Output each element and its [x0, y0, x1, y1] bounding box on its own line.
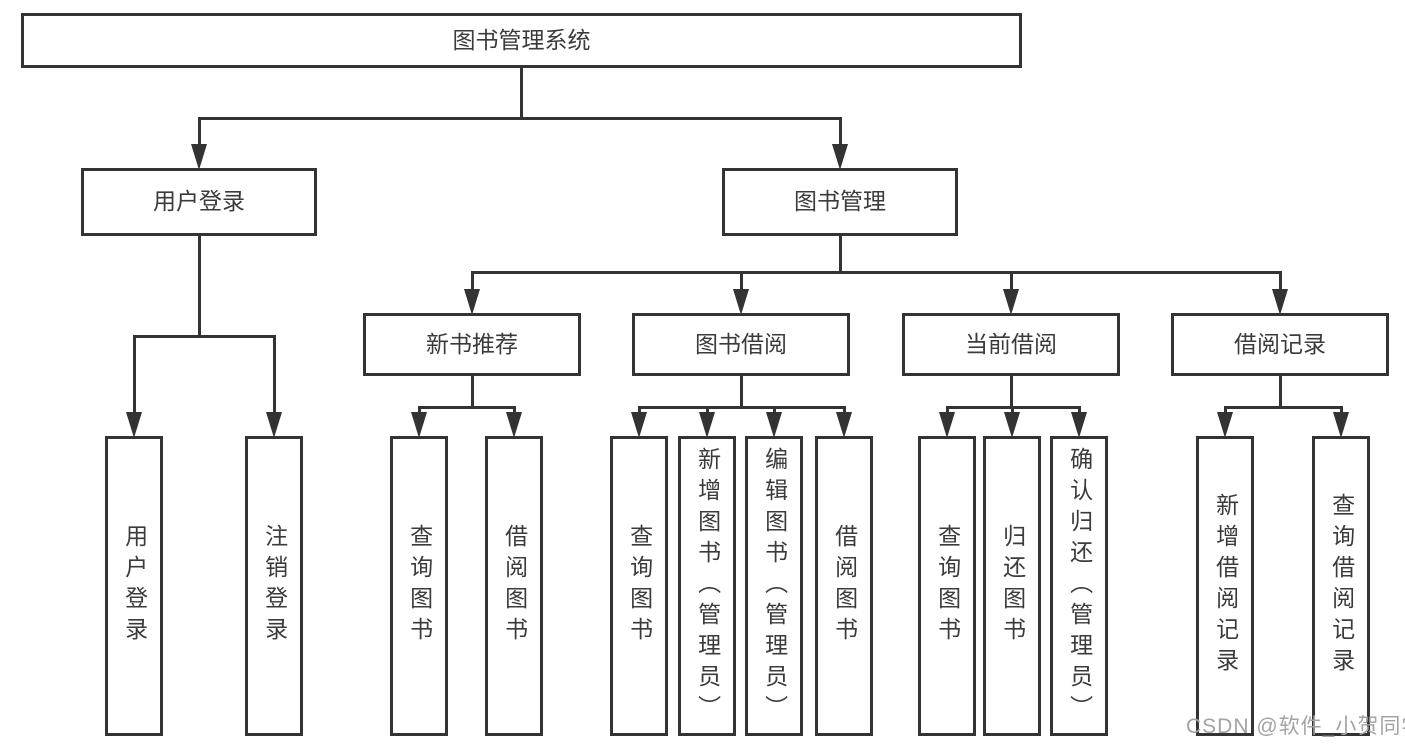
node-label-borrowing-add-books-admin: 新增图书（管理员） [694, 446, 721, 726]
node-borrowing-records: 借阅记录 [1171, 313, 1389, 376]
arrow-down [939, 412, 955, 438]
connector-line-horizontal [470, 270, 1282, 274]
node-label-new-book-recommendation: 新书推荐 [426, 330, 518, 357]
node-label-current-return-books: 归还图书 [999, 524, 1026, 648]
arrow-down [1272, 289, 1288, 315]
node-user-login: 用户登录 [105, 436, 163, 736]
arrow-down [1004, 412, 1020, 438]
arrow-down [766, 412, 782, 438]
connector-line-vertical [739, 272, 743, 295]
arrow-down [1333, 412, 1349, 438]
node-system-root: 图书管理系统 [21, 13, 1022, 68]
node-book-management-branch: 图书管理 [722, 168, 958, 236]
node-book-borrowing: 图书借阅 [632, 313, 850, 376]
node-label-records-add-borrow-record: 新增借阅记录 [1212, 493, 1239, 679]
connector-line-vertical [1009, 376, 1013, 407]
node-label-recommend-borrow-books: 借阅图书 [501, 524, 528, 648]
node-borrowing-borrow-books: 借阅图书 [815, 436, 873, 736]
node-label-borrowing-edit-books-admin: 编辑图书（管理员） [761, 446, 788, 726]
arrow-down [506, 412, 522, 438]
connector-line-vertical [739, 376, 743, 407]
node-label-user-login-branch: 用户登录 [153, 188, 245, 215]
connector-line-vertical [1278, 272, 1282, 295]
node-label-logout-login: 注销登录 [261, 524, 288, 648]
arrow-down [631, 412, 647, 438]
node-label-system-root: 图书管理系统 [452, 26, 591, 53]
connector-line-vertical [1009, 272, 1013, 295]
arrow-down [1003, 289, 1019, 315]
connector-line-vertical [838, 118, 842, 150]
arrow-down [464, 289, 480, 315]
node-label-borrowing-borrow-books: 借阅图书 [831, 524, 858, 648]
node-label-user-login: 用户登录 [121, 524, 148, 648]
node-label-recommend-query-books: 查询图书 [406, 524, 433, 648]
arrow-down [699, 412, 715, 438]
arrow-down [126, 412, 142, 438]
connector-line-vertical [470, 272, 474, 295]
node-recommend-borrow-books: 借阅图书 [485, 436, 543, 736]
arrow-down [836, 412, 852, 438]
node-label-book-borrowing: 图书借阅 [695, 330, 787, 357]
arrow-down [832, 144, 848, 170]
connector-line-vertical [132, 336, 136, 418]
node-logout-login: 注销登录 [245, 436, 303, 736]
connector-line-vertical [520, 68, 523, 118]
node-current-confirm-return-admin: 确认归还（管理员） [1050, 436, 1108, 736]
node-label-current-borrowing: 当前借阅 [965, 330, 1057, 357]
connector-line-horizontal [637, 405, 846, 409]
node-label-borrowing-query-books: 查询图书 [626, 524, 653, 648]
arrow-down [1217, 412, 1233, 438]
arrow-down [266, 412, 282, 438]
watermark-text: CSDN @软件_小贺同学 [1186, 715, 1405, 738]
node-user-login-branch: 用户登录 [81, 168, 317, 236]
connector-line-vertical [197, 236, 201, 336]
connector-line-horizontal [417, 405, 516, 409]
node-current-return-books: 归还图书 [983, 436, 1041, 736]
arrow-down [733, 289, 749, 315]
node-label-records-query-borrow-record: 查询借阅记录 [1328, 493, 1355, 679]
connector-line-vertical [272, 336, 276, 418]
connector-line-vertical [1278, 376, 1282, 407]
arrow-down [411, 412, 427, 438]
connector-line-vertical [470, 376, 474, 407]
node-records-add-borrow-record: 新增借阅记录 [1196, 436, 1254, 736]
connector-line-horizontal [197, 116, 842, 120]
connector-line-horizontal [132, 334, 276, 338]
node-label-borrowing-records: 借阅记录 [1234, 330, 1326, 357]
node-recommend-query-books: 查询图书 [390, 436, 448, 736]
node-label-current-confirm-return-admin: 确认归还（管理员） [1066, 446, 1093, 726]
node-new-book-recommendation: 新书推荐 [363, 313, 581, 376]
node-borrowing-edit-books-admin: 编辑图书（管理员） [745, 436, 803, 736]
node-records-query-borrow-record: 查询借阅记录 [1312, 436, 1370, 736]
node-current-query-books: 查询图书 [918, 436, 976, 736]
node-borrowing-add-books-admin: 新增图书（管理员） [678, 436, 736, 736]
connector-line-horizontal [1223, 405, 1343, 409]
node-current-borrowing: 当前借阅 [902, 313, 1120, 376]
connector-line-vertical [838, 236, 842, 272]
connector-line-vertical [197, 118, 201, 150]
arrow-down [1071, 412, 1087, 438]
arrow-down [191, 144, 207, 170]
node-label-book-management-branch: 图书管理 [794, 188, 886, 215]
node-borrowing-query-books: 查询图书 [610, 436, 668, 736]
node-label-current-query-books: 查询图书 [934, 524, 961, 648]
